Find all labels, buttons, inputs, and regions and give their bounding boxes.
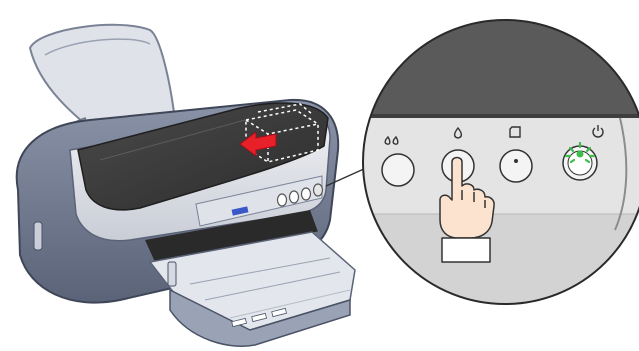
magnified-control-panel (360, 18, 639, 318)
printer (17, 25, 355, 346)
hand-cuff (442, 238, 490, 262)
